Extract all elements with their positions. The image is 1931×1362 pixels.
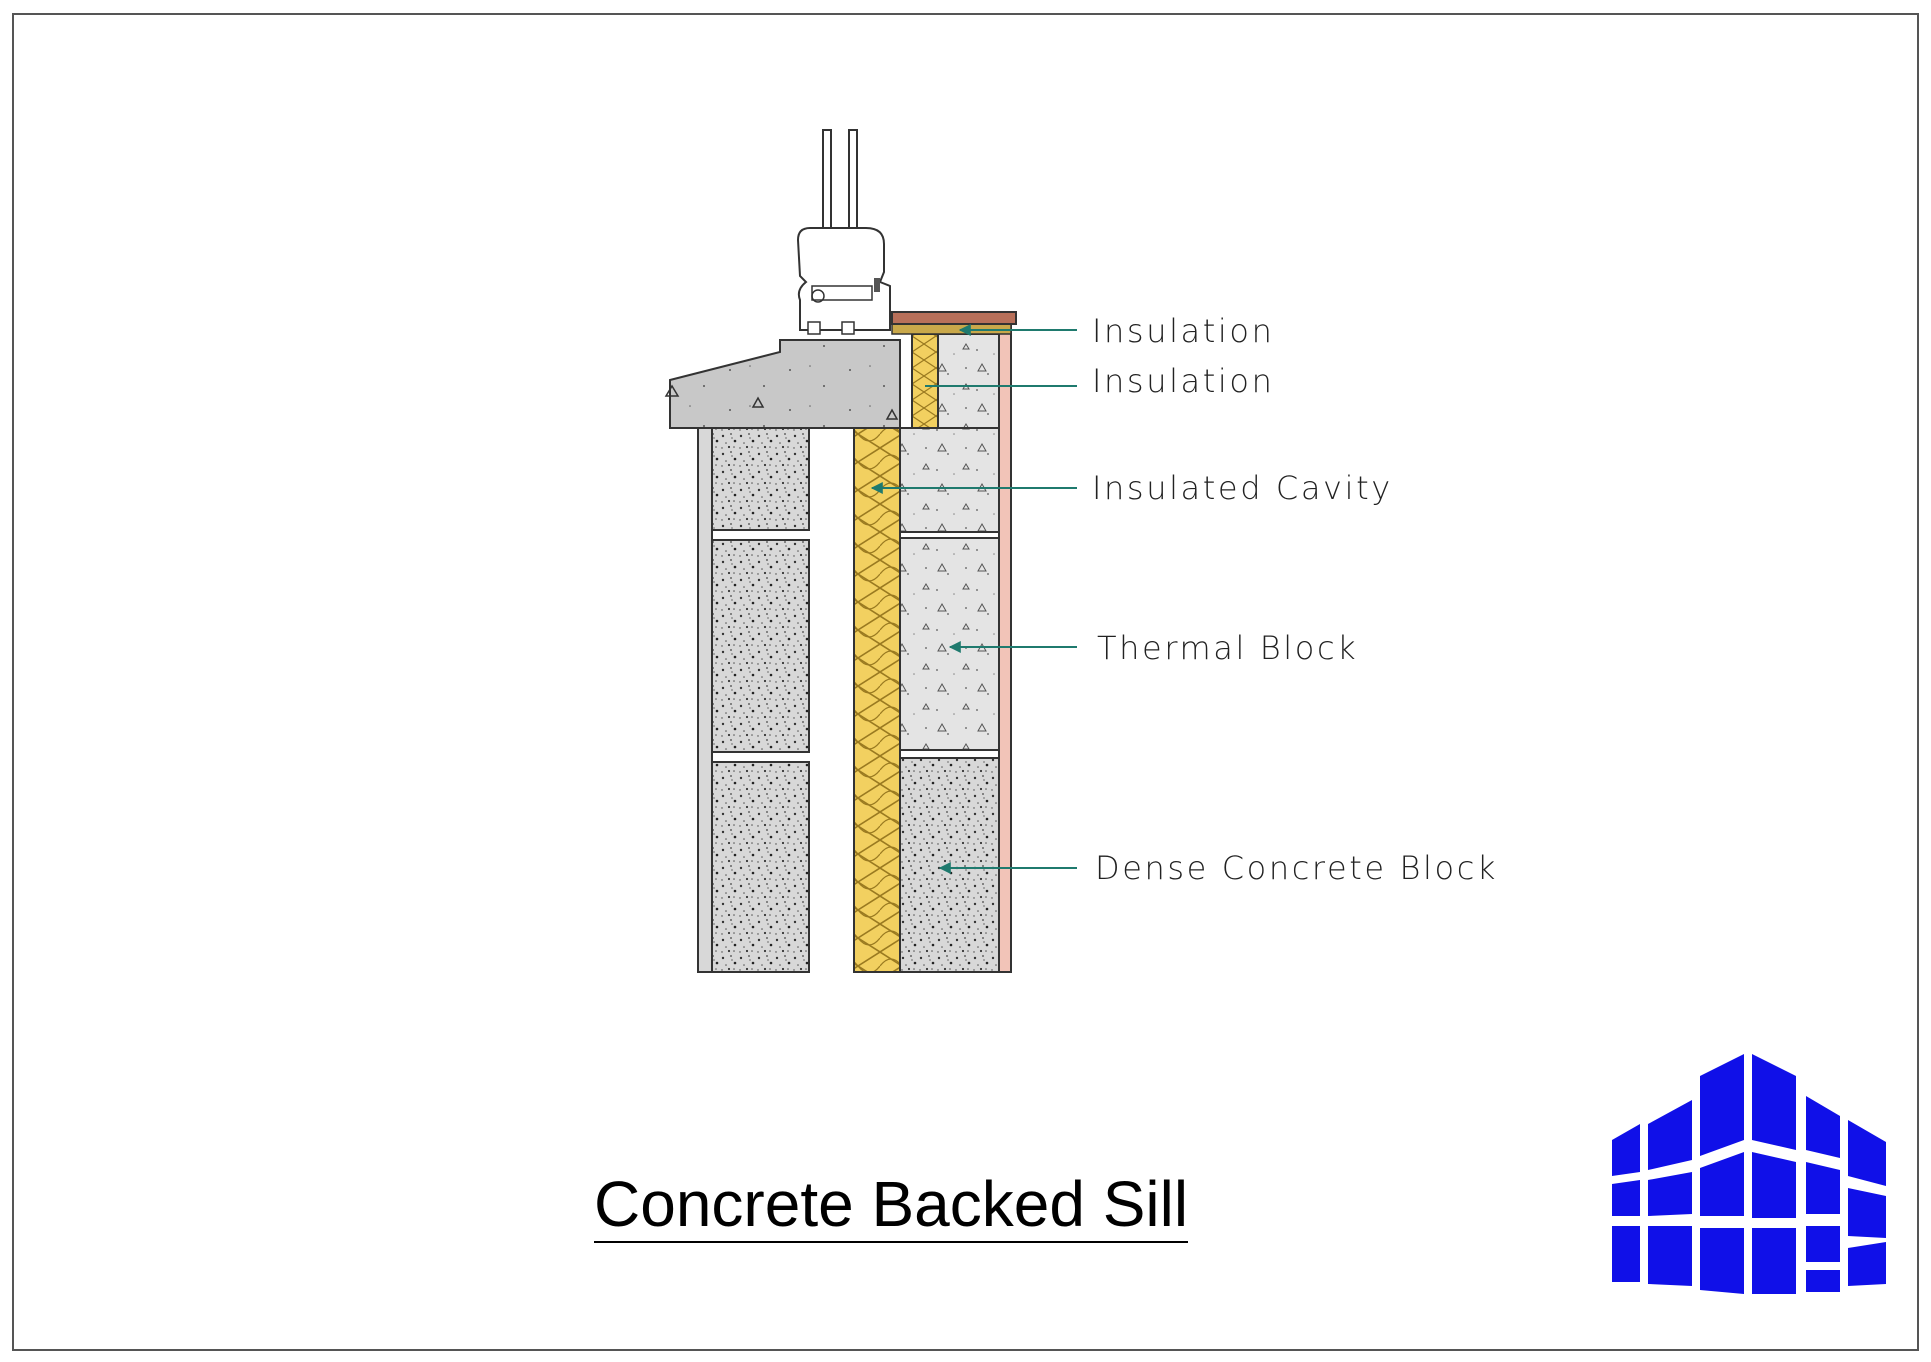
window-frame (796, 129, 891, 335)
window-board (891, 311, 1017, 325)
label-insulation-top: Insulation (1092, 312, 1274, 350)
sheet-border (12, 13, 1919, 1351)
upper-thermal-block (937, 333, 1000, 429)
thermal-block-1 (899, 427, 1000, 533)
thermal-block-2 (899, 537, 1000, 751)
inner-leaf-block-1 (711, 427, 810, 531)
dense-concrete-block (899, 757, 1000, 973)
company-logo (1612, 1054, 1886, 1294)
inner-leaf-block-3 (711, 761, 810, 973)
label-dense-concrete-block: Dense Concrete Block (1095, 849, 1498, 887)
inner-plaster (697, 427, 713, 973)
sill-insulation-strip (911, 333, 939, 429)
concrete-sill (669, 339, 901, 429)
inner-leaf-block-2 (711, 539, 810, 753)
cavity-insulation (853, 427, 901, 973)
wall-section (664, 129, 1017, 973)
drawing-title: Concrete Backed Sill (594, 1168, 1188, 1240)
label-thermal-block: Thermal Block (1097, 629, 1358, 667)
label-insulation: Insulation (1092, 362, 1274, 400)
external-render (998, 325, 1012, 973)
label-insulated-cavity: Insulated Cavity (1092, 469, 1393, 507)
leader-lines (870, 324, 1077, 874)
